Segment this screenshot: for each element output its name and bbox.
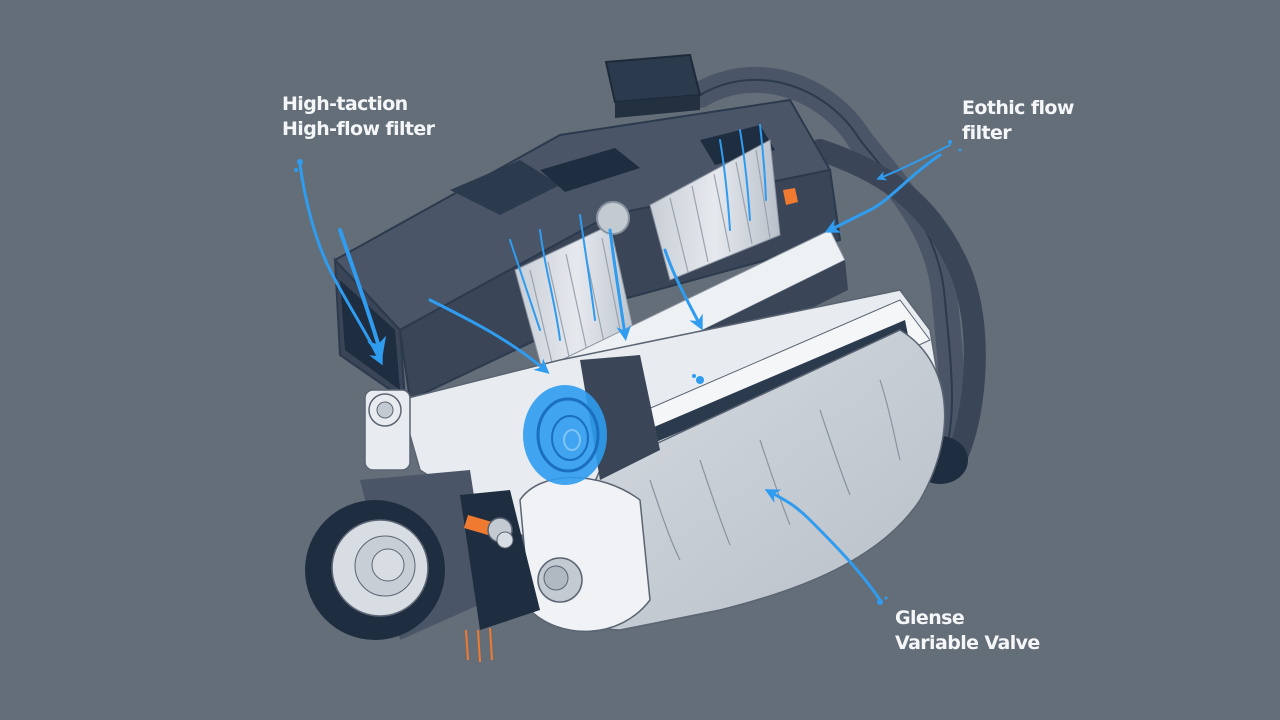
arrow-icon (509, 239, 541, 331)
crank-pulley (305, 470, 490, 640)
arrow-icon (759, 124, 767, 201)
orange-accent (783, 188, 798, 205)
variable-valve-label: Glense Variable Valve (895, 606, 1040, 656)
airflow-arrows (298, 124, 951, 602)
label-line: High-taction (282, 93, 408, 115)
arrow-icon (876, 144, 951, 181)
arrow-icon (298, 163, 383, 366)
sensor-bracket (460, 490, 540, 663)
arrow-icon (428, 298, 550, 374)
arrow-icon (824, 153, 942, 233)
timing-cover (519, 476, 651, 633)
arrow-icon (739, 129, 751, 221)
arrow-icon (608, 228, 632, 341)
label-line: filter (962, 122, 1012, 144)
label-line: High-flow filter (282, 118, 435, 140)
idler-pulley (364, 389, 411, 471)
top-sensor-block (604, 53, 702, 118)
throttle-body (523, 355, 660, 485)
label-line: Eothic flow (962, 97, 1074, 119)
arrow-icon (338, 228, 387, 358)
arrow-icon (539, 229, 561, 341)
arrow-icon (663, 248, 703, 331)
airflow-particles (294, 140, 962, 605)
intake-filter-label: High-taction High-flow filter (282, 92, 435, 142)
arrow-icon (719, 139, 731, 231)
oil-pan (559, 329, 946, 631)
arrow-icon (764, 489, 882, 602)
exhaust-filter-label: Eothic flow filter (962, 96, 1074, 146)
arrow-icon (579, 214, 596, 321)
label-line: Variable Valve (895, 632, 1040, 654)
label-line: Glense (895, 607, 965, 629)
